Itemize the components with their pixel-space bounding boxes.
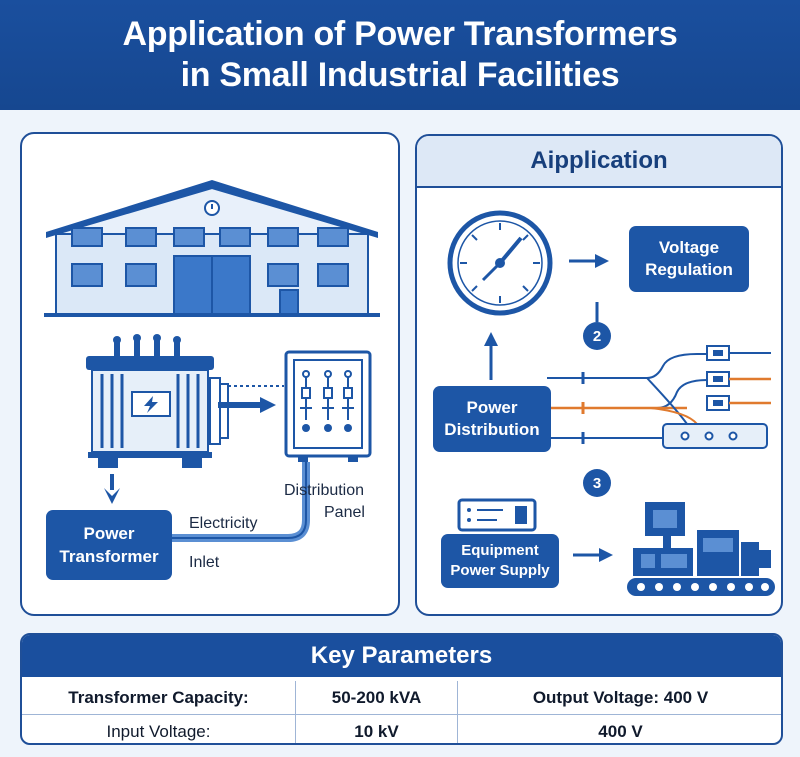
table-cell: 50-200 kVA bbox=[296, 681, 458, 714]
table-cell: Input Voltage: bbox=[22, 715, 296, 743]
page-header: Application of Power Transformers in Sma… bbox=[0, 0, 800, 110]
inlet-label: Inlet bbox=[189, 554, 220, 571]
power-distribution-label-2: Distribution bbox=[444, 420, 540, 439]
arrow-right-icon bbox=[569, 254, 609, 268]
application-title: Aipplication bbox=[417, 136, 781, 188]
arrow-right-icon bbox=[218, 397, 276, 413]
voltage-regulation-label-1: Voltage bbox=[658, 238, 720, 257]
distribution-panel-icon bbox=[284, 350, 372, 462]
gauge-icon bbox=[447, 210, 553, 316]
server-icon bbox=[457, 498, 537, 532]
voltage-regulation-box: Voltage Regulation bbox=[629, 226, 749, 292]
power-distribution-box: Power Distribution bbox=[433, 386, 551, 452]
transformer-icon bbox=[86, 334, 229, 468]
table-cell: Transformer Capacity: bbox=[22, 681, 296, 714]
equipment-label-2: Power Supply bbox=[450, 562, 550, 579]
arrow-up-icon bbox=[484, 332, 498, 380]
distribution-wires bbox=[547, 345, 771, 449]
table-row: Input Voltage: 10 kV 400 V bbox=[22, 715, 781, 743]
arrow-down-icon bbox=[104, 474, 120, 504]
voltage-regulation-label-2: Regulation bbox=[645, 260, 733, 279]
key-parameters-title: Key Parameters bbox=[22, 635, 781, 677]
step-3-badge: 3 bbox=[583, 469, 611, 497]
factory-building-icon bbox=[44, 180, 380, 317]
application-panel: Aipplication Voltage Regulation 2 3 bbox=[415, 134, 783, 616]
distribution-panel-label-1: Distribution bbox=[284, 482, 365, 499]
industrial-machine-icon bbox=[627, 502, 775, 596]
connector-line bbox=[595, 302, 599, 322]
step-2-badge: 2 bbox=[583, 322, 611, 350]
equipment-power-supply-box: Equipment Power Supply bbox=[441, 534, 559, 588]
key-parameters-table: Key Parameters Transformer Capacity: 50-… bbox=[20, 633, 783, 745]
page-title-line-1: Application of Power Transformers bbox=[122, 15, 678, 53]
distribution-panel-label-2: Panel bbox=[324, 504, 365, 521]
equipment-label-1: Equipment bbox=[461, 542, 539, 559]
power-transformer-box: Power Transformer bbox=[46, 510, 172, 580]
power-distribution-label-1: Power bbox=[466, 398, 518, 417]
table-cell: 400 V bbox=[598, 721, 643, 741]
power-cable bbox=[170, 462, 310, 542]
power-transformer-label-1: Power bbox=[83, 524, 135, 543]
arrow-right-icon bbox=[573, 548, 613, 562]
table-row: Transformer Capacity: 50-200 kVA Output … bbox=[22, 681, 781, 715]
dotted-line bbox=[228, 385, 284, 387]
electricity-label: Electricity bbox=[189, 515, 258, 532]
table-cell: 10 kV bbox=[296, 715, 458, 743]
power-transformer-label-2: Transformer bbox=[59, 547, 159, 566]
facility-panel: Power Transformer Electricity Inlet Dist… bbox=[20, 132, 400, 616]
table-cell: Output Voltage: 400 V bbox=[532, 687, 709, 707]
page-title-line-2: in Small Industrial Facilities bbox=[180, 56, 620, 94]
